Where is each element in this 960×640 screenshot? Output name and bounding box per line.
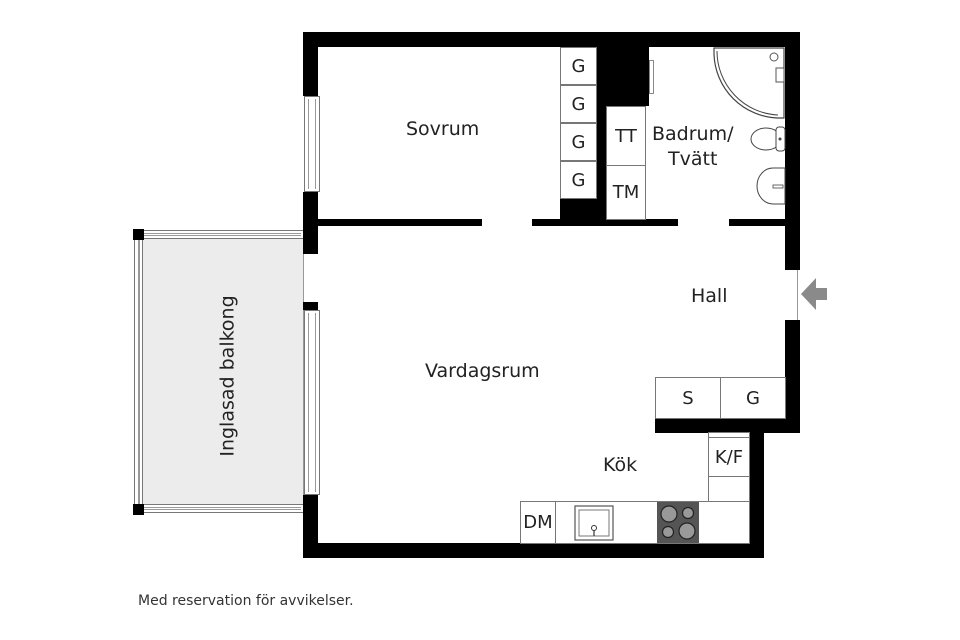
room-label-bedroom: Sovrum bbox=[406, 118, 480, 140]
window-bedroom bbox=[304, 96, 320, 192]
hall-wardrobe: G bbox=[720, 377, 786, 419]
balcony-label: Inglasad balkong bbox=[216, 295, 239, 457]
wall-bottom bbox=[303, 543, 764, 558]
shower-icon bbox=[713, 47, 785, 119]
bath-vent bbox=[649, 60, 654, 94]
balcony-area bbox=[140, 238, 304, 506]
room-label-bathroom-line1: Badrum/ bbox=[652, 123, 734, 145]
wall-left-upper bbox=[303, 32, 318, 96]
wall-kitchen-step bbox=[655, 418, 800, 433]
room-label-bathroom-line2: Tvätt bbox=[668, 148, 718, 170]
kitchen-counter bbox=[520, 501, 750, 544]
kitchen-sink-icon bbox=[574, 505, 614, 541]
wardrobe-2: G bbox=[560, 85, 597, 123]
wardrobe-4: G bbox=[560, 161, 597, 199]
room-label-kitchen: Kök bbox=[603, 454, 638, 476]
wall-kitchen-right bbox=[749, 418, 764, 558]
stove-icon bbox=[657, 502, 699, 543]
disclaimer-text: Med reservation för avvikelser. bbox=[138, 593, 354, 609]
wall-bath-south bbox=[729, 219, 787, 226]
wall-right-lower bbox=[785, 320, 800, 433]
toilet-icon bbox=[750, 126, 786, 152]
washing-machine: TM bbox=[606, 165, 646, 220]
balcony-glazing-top bbox=[140, 230, 304, 239]
dishwasher: DM bbox=[520, 501, 556, 544]
window-living bbox=[304, 310, 320, 495]
wall-left-mid bbox=[303, 192, 318, 254]
tumble-dryer: TT bbox=[606, 106, 646, 166]
wall-wardrobe-base bbox=[560, 198, 606, 226]
wall-closet-divider bbox=[596, 46, 606, 226]
balcony-glazing-bottom bbox=[140, 504, 304, 513]
wardrobe-1: G bbox=[560, 47, 597, 85]
wall-right-upper bbox=[785, 32, 800, 270]
fridge-freezer: K/F bbox=[708, 437, 750, 477]
balcony-glazing-left bbox=[134, 236, 143, 508]
bathroom-sink-icon bbox=[756, 167, 786, 205]
balcony-post-bl bbox=[133, 504, 144, 515]
hall-storage: S bbox=[655, 377, 721, 419]
room-label-hall: Hall bbox=[691, 285, 728, 307]
room-label-bathroom: Badrum/ Tvätt bbox=[652, 122, 734, 172]
room-label-living: Vardagsrum bbox=[425, 360, 540, 382]
entrance-door-line bbox=[797, 270, 798, 320]
wardrobe-3: G bbox=[560, 123, 597, 161]
wall-left-stub bbox=[303, 302, 318, 310]
balcony-post-tl bbox=[133, 229, 144, 240]
wall-bedroom-south-a bbox=[318, 219, 482, 226]
wall-left-lower bbox=[303, 495, 318, 558]
wall-top bbox=[303, 32, 800, 47]
entrance-arrow-icon bbox=[801, 278, 827, 310]
